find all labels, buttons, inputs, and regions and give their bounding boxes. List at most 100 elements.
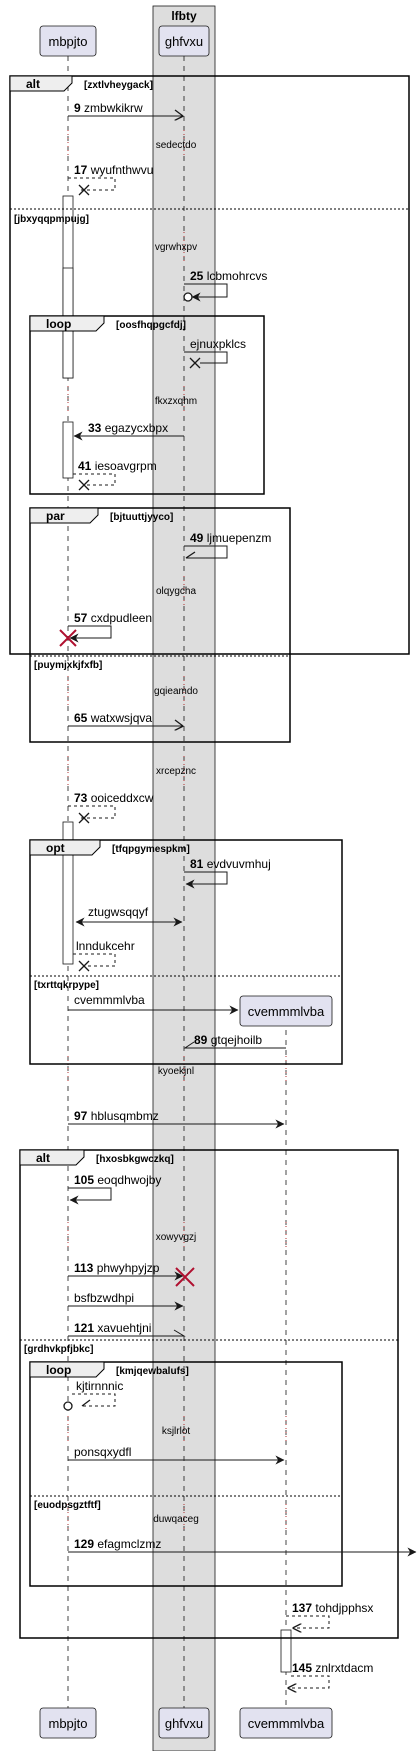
message-label: 121 xavuehtjni [74,1321,151,1335]
divider-label: kyoekjnl [158,1066,194,1077]
divider-label: vgrwhxpv [155,242,197,253]
destroy-icon [78,479,90,491]
divider-label: fkxzxqhm [155,396,197,407]
message-label: 97 hblusqmbmz [74,1109,159,1123]
divider-label: xowyvgzj [156,1232,197,1243]
message-label: bsfbzwdhpi [74,1291,134,1305]
destroy-icon [78,184,90,196]
participant-label: ghfvxu [165,34,203,49]
message-label: ejnuxpklcs [190,337,246,351]
message-arrow [73,473,116,486]
messages [68,116,417,1688]
destroy-icon [175,1267,195,1287]
participant-cvemmmlvba-bottom: cvemmmlvba [239,1707,333,1739]
message-label: 81 evdvuvmhuj [190,857,271,871]
fragment-opt-1: opt [tfqpgymespkm] [txrttqkrpype] [29,839,343,1065]
fragment-loop-2: loop [kmjqewbalufs] [euodpsgztftf] [29,1361,343,1587]
fragment-keyword: loop [46,317,71,331]
red-destroy-markers [59,629,195,1287]
destroy-icon [189,357,201,369]
message-label: 33 egazycxbpx [88,421,168,435]
fragment-condition: [oosfhqpgcfdj] [116,320,186,331]
participant-mbpjto-bottom: mbpjto [39,1707,97,1739]
fragment-alt-1: alt [zxtlvheygack] [jbxyqqpmpujg] [9,75,410,655]
participant-label: mbpjto [48,1716,87,1731]
message-label: 9 zmbwkikrw [74,101,143,115]
lifelines [67,56,287,1708]
message-label: 65 watxwsjqva [74,711,152,725]
message-label: 113 phwyhpyjzp [74,1261,160,1275]
message-label: 41 iesoavgrpm [78,459,157,473]
participant-ghfvxu-bottom: ghfvxu [158,1707,210,1739]
message-arrow [72,1393,116,1407]
fragment-loop-1: loop [oosfhqpgcfdj] [29,315,265,495]
message-arrow [184,351,228,364]
message-label: 105 eoqdhwojby [74,1173,161,1187]
divider-label: olqygcha [156,586,196,597]
divider-label: gqieamdo [154,686,198,697]
divider-segments [67,130,287,1532]
fragment-keyword: par [46,509,65,523]
participant-label: mbpjto [48,34,87,49]
message-arrow [73,953,116,967]
message-arrow [286,1615,330,1628]
message-decorations [63,109,201,1411]
message-arrow [288,1675,330,1688]
fragment-condition: [zxtlvheygack] [84,80,153,91]
fragment-keyword: opt [46,841,65,855]
fragment-else-condition: [euodpsgztftf] [34,1500,101,1511]
fragment-condition: [kmjqewbalufs] [116,1366,189,1377]
destroy-icon [59,629,77,647]
message-arrow [68,1329,186,1337]
destroy-icon [78,960,90,972]
divider-label: sedectdo [156,140,197,151]
fragment-keyword: alt [36,1151,50,1165]
participant-cvemmmlvba-created: cvemmmlvba [239,995,333,1027]
fragment-condition: [bjtuuttjyyco] [110,512,173,523]
activation-bar [280,1629,292,1673]
participant-mbpjto-top: mbpjto [39,25,97,57]
message-arrow [68,625,112,643]
fragment-else-condition: [txrttqkrpype] [34,980,99,991]
message-arrow [184,545,228,559]
participant-label: ghfvxu [165,1716,203,1731]
box-title: lfbty [171,9,197,23]
message-label: 25 lcbmohrcvs [190,269,267,283]
fragment-alt-2: alt [hxosbkgwczkq] [grdhvkpfjbkc] [19,1149,399,1639]
participant-ghfvxu-top: ghfvxu [158,25,210,57]
message-label: kjtirnnnic [76,1379,123,1393]
found-message-circle-icon [63,1401,73,1411]
message-label: 49 ljmuepenzm [190,531,271,545]
message-arrow [184,283,228,302]
fragment-else-condition: [jbxyqqpmpujg] [14,214,89,225]
participant-label: cvemmmlvba [248,1004,325,1019]
message-arrow [68,805,116,819]
divider-label: duwqaceg [153,1514,199,1525]
message-label: lnndukcehr [76,939,135,953]
message-label: cvemmmlvba [74,993,145,1007]
fragment-condition: [tfqpgymespkm] [112,844,190,855]
participant-label: cvemmmlvba [248,1716,325,1731]
message-label: 129 efagmclzmz [74,1537,161,1551]
fragment-keyword: alt [26,77,40,91]
message-label: 89 gtqejhoilb [194,1033,262,1047]
message-label: 145 znlrxtdacm [292,1661,373,1675]
message-label: 57 cxdpudleen [74,611,152,625]
message-arrow [68,1187,112,1205]
message-label: ponsqxydfl [74,1445,131,1459]
fragment-else-condition: [grdhvkpfjbkc] [24,1344,93,1355]
message-labels: 9 zmbwkikrw 17 wyufnthwvu 25 lcbmohrcvs … [74,101,373,1675]
message-arrow [184,871,228,889]
message-arrow [68,177,116,191]
message-label: 17 wyufnthwvu [74,163,153,177]
divider-label: xrcepznc [156,766,196,777]
activation-bar [62,421,74,479]
fragment-par-1: par [bjtuuttjyyco] [puymjxkjfxfb] [29,507,291,743]
message-label: 137 tohdjpphsx [292,1601,373,1615]
fragment-keyword: loop [46,1363,71,1377]
message-arrow [183,1041,286,1049]
divider-labels: sedectdo vgrwhxpv fkxzxqhm olqygcha gqie… [153,140,199,1525]
destroy-icon [78,812,90,824]
message-label: 73 ooiceddxcw [74,791,154,805]
